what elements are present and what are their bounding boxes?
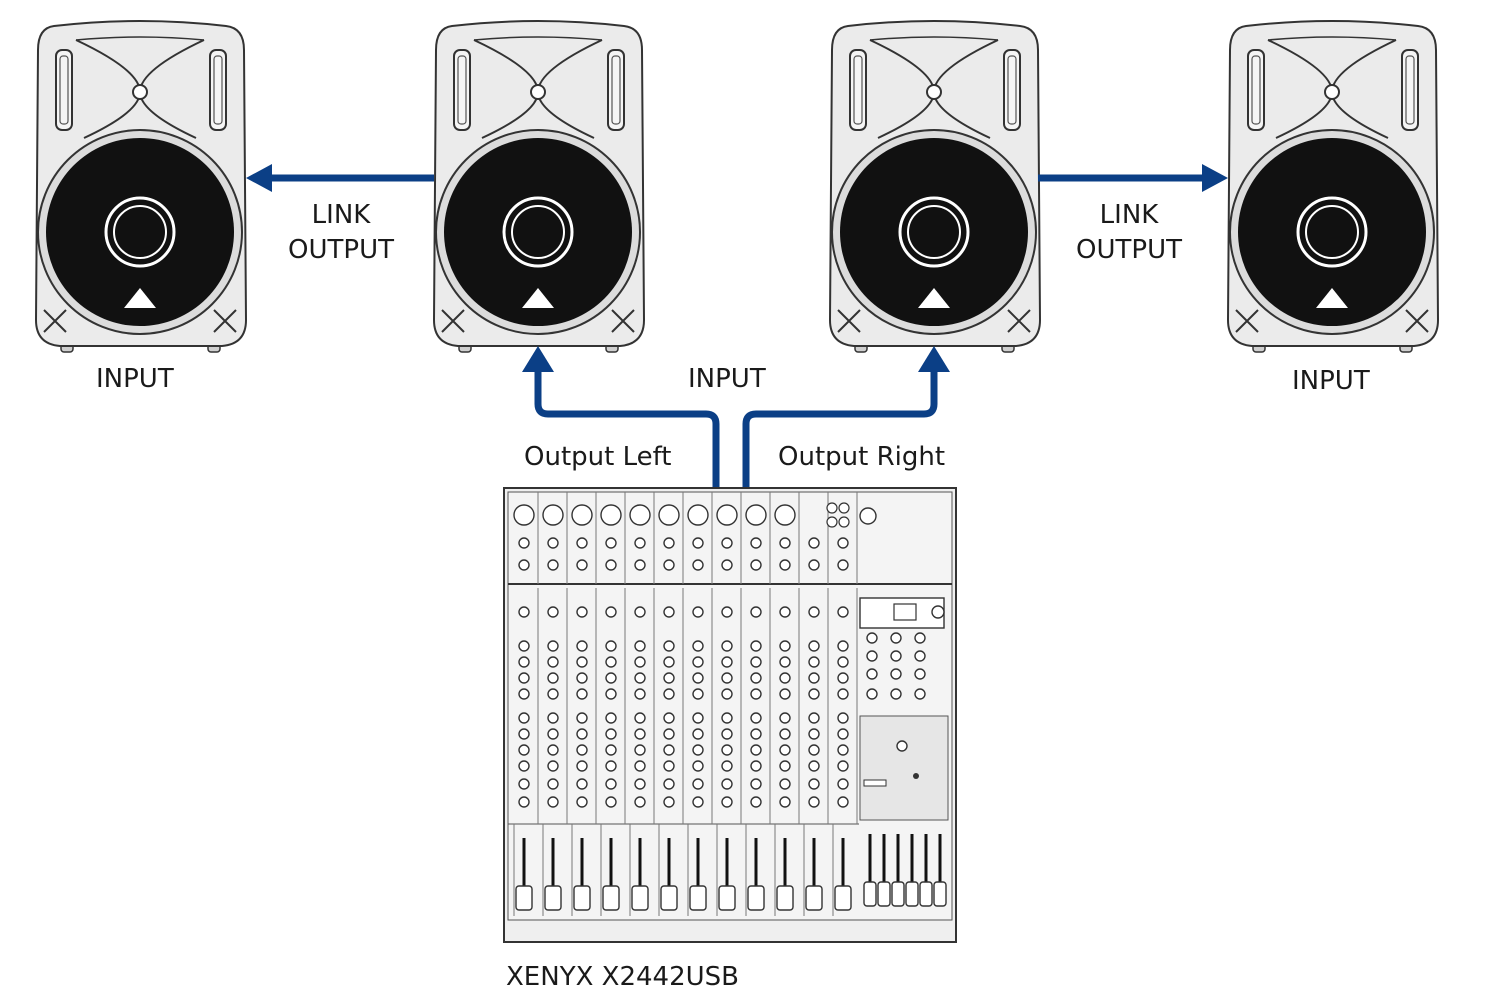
speaker-4-icon bbox=[1226, 19, 1440, 354]
output-left-label: Output Left bbox=[524, 442, 672, 472]
link-left-line1: LINK bbox=[311, 200, 371, 230]
mixer-model-label: XENYX X2442USB bbox=[506, 962, 739, 992]
link-output-left-label: LINK OUTPUT bbox=[286, 198, 396, 268]
speaker-3-icon bbox=[828, 19, 1042, 354]
speaker-1-icon bbox=[34, 19, 248, 354]
arrow-to-speaker-2 bbox=[522, 346, 554, 372]
output-left-cable bbox=[534, 370, 720, 488]
link-right-line2: OUTPUT bbox=[1076, 235, 1182, 265]
output-right-label: Output Right bbox=[778, 442, 946, 472]
speaker-4-input-label: INPUT bbox=[1292, 366, 1370, 396]
link-output-right-label: LINK OUTPUT bbox=[1074, 198, 1184, 268]
speaker-2-icon bbox=[432, 19, 646, 354]
center-input-label: INPUT bbox=[688, 364, 766, 394]
output-right-cable bbox=[742, 370, 938, 488]
link-left-line2: OUTPUT bbox=[288, 235, 394, 265]
link-right-line1: LINK bbox=[1099, 200, 1159, 230]
mixer-console-icon bbox=[503, 487, 957, 943]
speaker-1-input-label: INPUT bbox=[96, 364, 174, 394]
arrow-to-speaker-3 bbox=[918, 346, 950, 372]
arrow-to-speaker-4 bbox=[1202, 164, 1228, 192]
arrow-to-speaker-1 bbox=[246, 164, 272, 192]
